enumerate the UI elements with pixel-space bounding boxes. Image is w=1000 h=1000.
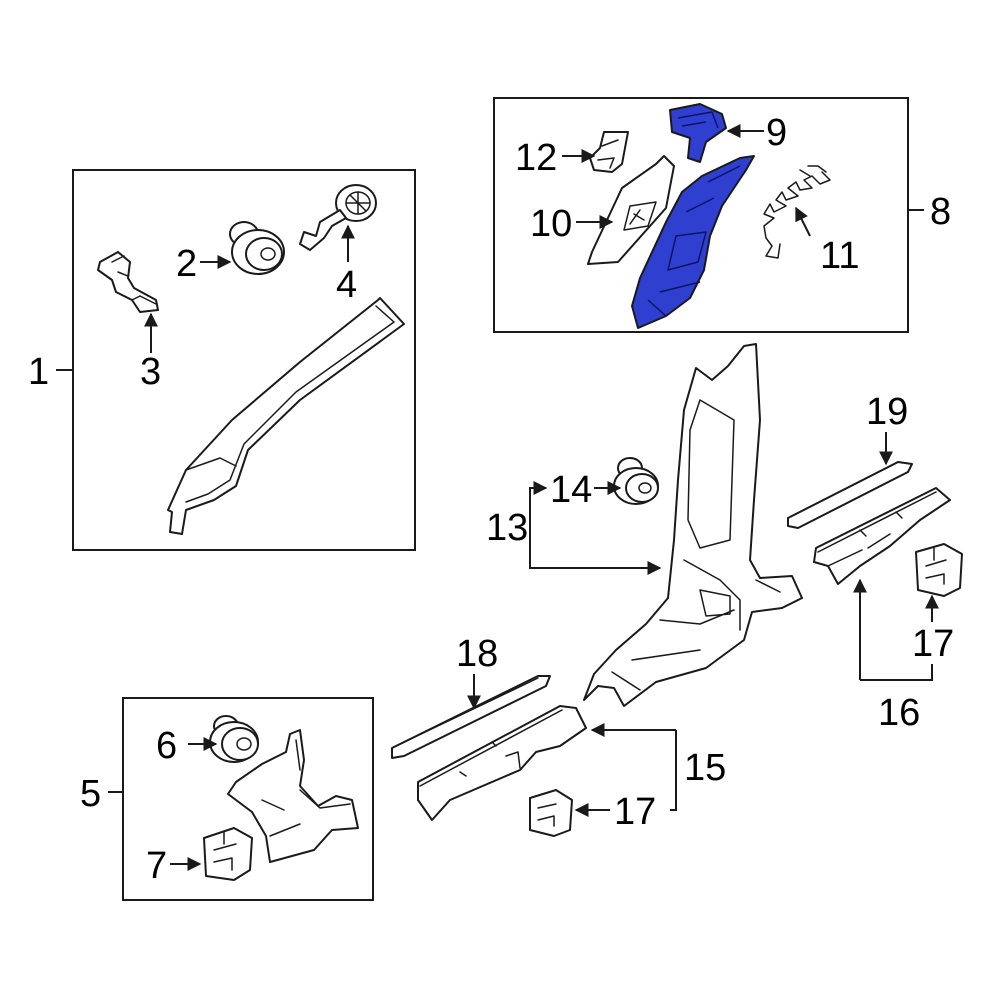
bracket-13	[529, 487, 660, 569]
group-box-1	[72, 169, 416, 551]
part-17-clip-right[interactable]	[915, 543, 963, 597]
callout-2[interactable]: 2	[176, 243, 197, 285]
part-1-a-pillar-trim[interactable]	[167, 297, 405, 535]
part-12-clip[interactable]	[589, 131, 629, 173]
part-10-upper-cover[interactable]	[587, 155, 675, 265]
group-box-8	[493, 97, 909, 333]
part-18-scuff-strip[interactable]	[391, 675, 551, 759]
callout-7[interactable]: 7	[146, 845, 167, 887]
part-6-fastener[interactable]	[209, 715, 259, 763]
part-4-grommet[interactable]	[299, 184, 377, 251]
part-7-clip[interactable]	[203, 827, 253, 881]
callout-17-right[interactable]: 17	[912, 623, 954, 665]
callout-5[interactable]: 5	[80, 773, 101, 815]
callout-6[interactable]: 6	[156, 725, 177, 767]
callout-9[interactable]: 9	[766, 112, 787, 154]
callout-3[interactable]: 3	[140, 351, 161, 393]
callout-4[interactable]: 4	[336, 264, 357, 306]
part-11-spring[interactable]	[763, 165, 831, 259]
part-2-fastener[interactable]	[229, 221, 285, 275]
part-b-pillar-upper-trim-highlighted[interactable]	[631, 155, 755, 329]
callout-19[interactable]: 19	[866, 391, 908, 433]
callout-15[interactable]: 15	[684, 747, 726, 789]
part-15-sill-plate-front[interactable]	[417, 705, 587, 821]
callout-13[interactable]: 13	[486, 507, 528, 549]
callout-14[interactable]: 14	[550, 469, 592, 511]
part-9-guide-highlighted[interactable]	[669, 103, 727, 163]
callout-12[interactable]: 12	[515, 137, 557, 179]
callout-11[interactable]: 11	[820, 235, 859, 277]
callout-8[interactable]: 8	[930, 191, 951, 233]
part-13-b-pillar-lower-trim[interactable]	[583, 343, 803, 707]
callout-10[interactable]: 10	[530, 203, 572, 245]
part-17-clip-left[interactable]	[529, 789, 573, 837]
callout-1[interactable]: 1	[28, 351, 49, 393]
part-5-lower-trim[interactable]	[227, 729, 359, 863]
part-19-scuff-strip[interactable]	[787, 461, 913, 529]
part-14-fastener[interactable]	[613, 457, 659, 505]
part-16-sill-plate-rear[interactable]	[813, 487, 951, 585]
part-3-clip[interactable]	[97, 251, 159, 313]
callout-16[interactable]: 16	[878, 692, 920, 734]
callout-17-left[interactable]: 17	[614, 791, 656, 833]
callout-18[interactable]: 18	[456, 633, 498, 675]
group-box-5	[122, 697, 374, 901]
